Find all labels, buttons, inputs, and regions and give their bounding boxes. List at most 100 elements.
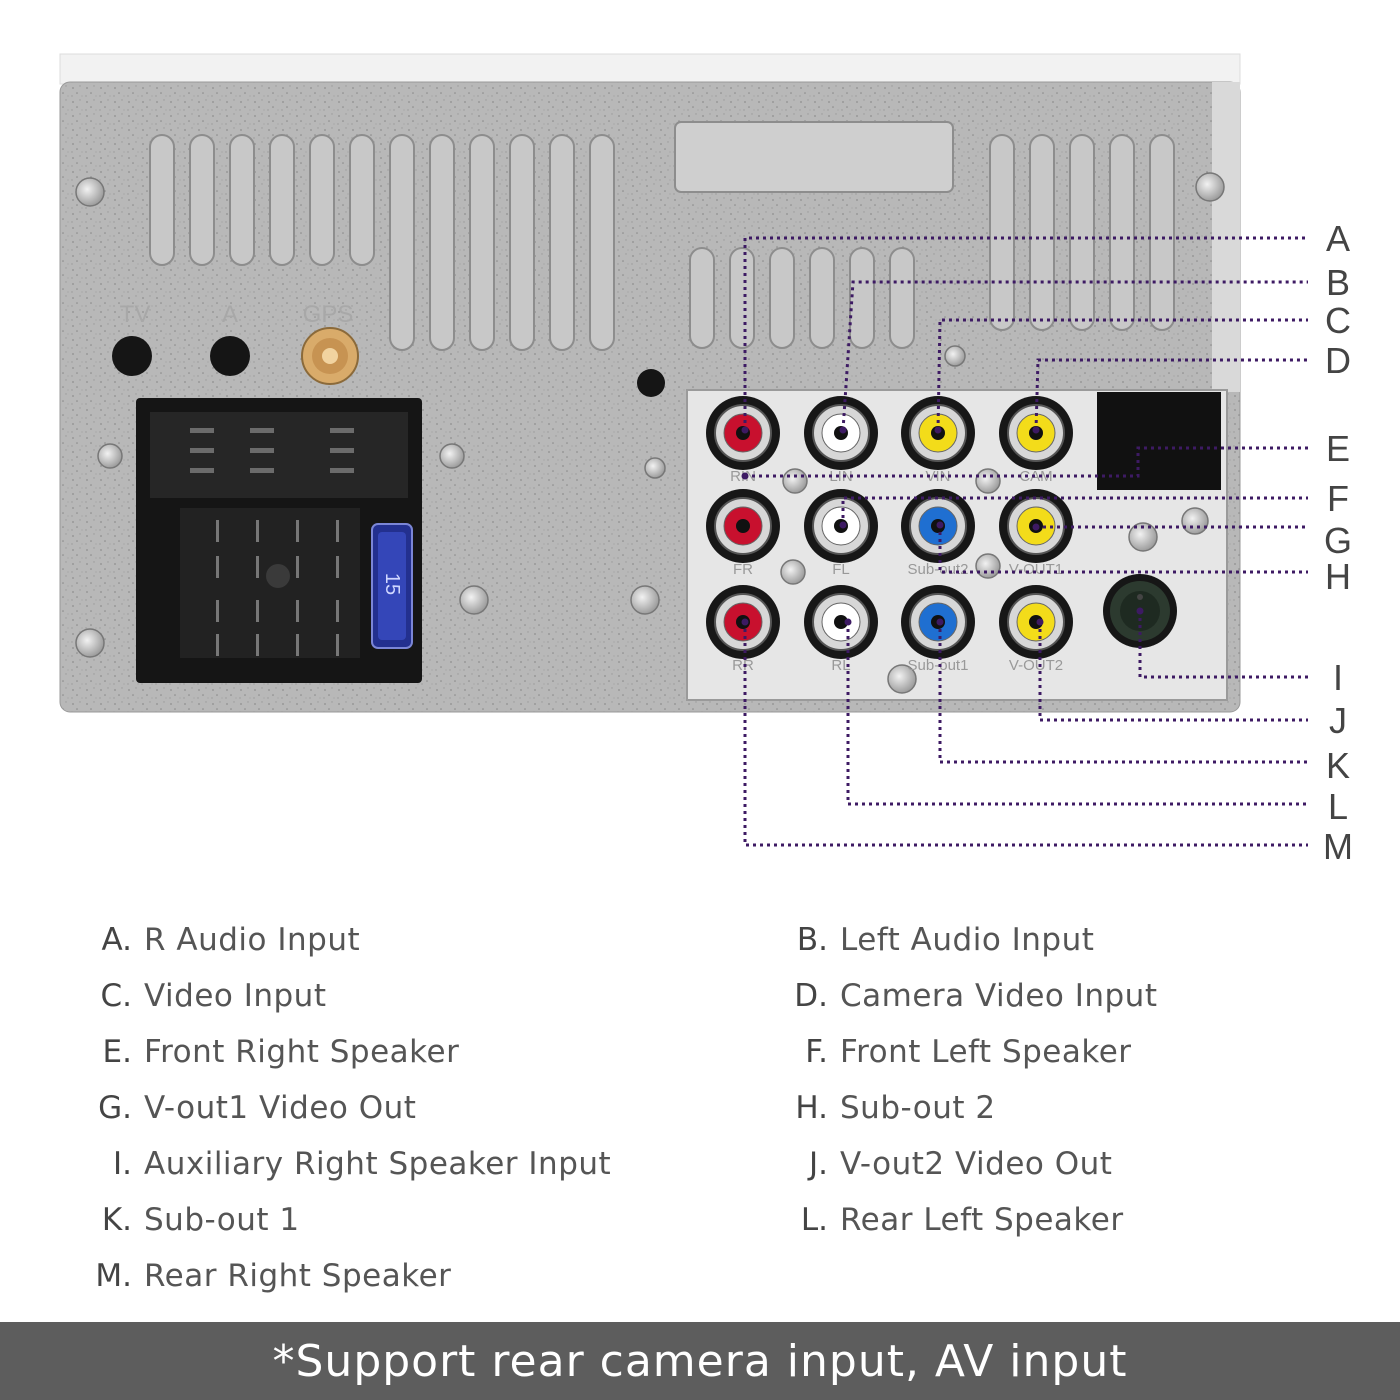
legend-letter: B.: [796, 922, 828, 958]
rca-jack-vout1: V-OUT1: [999, 489, 1073, 578]
rca-jack-label-fl: FL: [832, 561, 850, 578]
legend-description: Camera Video Input: [840, 978, 1158, 1014]
legend-description: Sub-out 1: [144, 1202, 300, 1238]
legend-description: Front Right Speaker: [144, 1034, 460, 1070]
leader-line-f: [841, 496, 1308, 525]
legend-description: Rear Right Speaker: [144, 1258, 452, 1294]
legend-description: Auxiliary Right Speaker Input: [144, 1146, 612, 1182]
vent-slots-middle: [689, 247, 915, 349]
rca-jack-label-cam: CAM: [1019, 468, 1052, 485]
leader-line-i: [1138, 611, 1308, 679]
leader-line-a: [743, 236, 1308, 430]
legend-letter: G.: [98, 1090, 132, 1126]
gps-antenna-connector: [301, 327, 359, 385]
iso-harness-connector: [136, 398, 422, 683]
legend-description: Sub-out 2: [840, 1090, 996, 1126]
callout-letter-f: F: [1327, 478, 1349, 519]
callout-letter-k: K: [1326, 745, 1350, 786]
legend-letter: A.: [101, 922, 132, 958]
callout-letter-l: L: [1328, 786, 1348, 827]
leader-dot: [936, 618, 944, 626]
label-recess: [674, 121, 954, 193]
leader-dot: [1036, 618, 1044, 626]
legend-letter: L.: [800, 1202, 828, 1238]
legend-description: Rear Left Speaker: [840, 1202, 1124, 1238]
legend-letter: H.: [795, 1090, 828, 1126]
rca-jack-label-sub1: Sub-out1: [908, 657, 969, 674]
legend-item: K. Sub-out 1: [102, 1202, 300, 1242]
legend-description: Video Input: [144, 978, 327, 1014]
rca-jack-lin: LIN: [804, 396, 878, 485]
chassis-screws: [75, 172, 1225, 658]
callout-letter-d: D: [1325, 340, 1351, 381]
tv-port-label: TV: [120, 301, 151, 328]
callout-leader-lines: [741, 236, 1308, 847]
callout-letter-e: E: [1326, 428, 1350, 469]
rca-jack-label-vin: VIN: [925, 468, 950, 485]
callout-letter-j: J: [1329, 700, 1347, 741]
leader-line-e: [745, 446, 1308, 478]
tv-antenna-port: [112, 336, 152, 376]
legend-letter: C.: [100, 978, 133, 1014]
legend-letter: J.: [809, 1146, 828, 1182]
callout-letter-g: G: [1324, 520, 1352, 561]
rca-jack-label-rl: RL: [831, 657, 850, 674]
callout-letter-a: A: [1326, 218, 1350, 259]
legend-letter: D.: [794, 978, 828, 1014]
callout-letter-m: M: [1323, 826, 1353, 867]
legend-description: Left Audio Input: [840, 922, 1095, 958]
rca-jack-label-rr: RR: [732, 657, 754, 674]
legend-item: C. Video Input: [101, 978, 327, 1018]
callout-letter-c: C: [1325, 300, 1351, 341]
leader-dot: [741, 618, 749, 626]
fuse-rating: 15: [381, 573, 403, 595]
am-antenna-port: [210, 336, 250, 376]
rear-panel-diagram: TV A GPS 15: [59, 53, 1353, 867]
leader-line-d: [1034, 358, 1308, 431]
footer-note: *Support rear camera input, AV input: [272, 1335, 1128, 1387]
legend-letter: K.: [101, 1202, 132, 1238]
rca-jack-sub1: Sub-out1: [901, 585, 975, 674]
rca-jack-rl: RL: [804, 585, 878, 674]
leader-line-b: [841, 280, 1308, 431]
aux-jack-housing: [1097, 392, 1221, 490]
rca-jack-label-fr: FR: [733, 561, 753, 578]
mounting-hole: [637, 369, 665, 397]
leader-dot: [1032, 523, 1040, 531]
leader-dot: [936, 521, 944, 529]
legend-item: I. Auxiliary Right Speaker Input: [113, 1146, 612, 1186]
leader-dot: [844, 618, 852, 626]
leader-line-l: [846, 622, 1308, 806]
rca-jack-label-lin: LIN: [829, 468, 852, 485]
legend-item: G. V-out1 Video Out: [98, 1090, 417, 1130]
legend-item: M. Rear Right Speaker: [95, 1258, 452, 1298]
rca-jack-sub2: Sub-out2: [901, 489, 975, 578]
gps-port-label: GPS: [303, 301, 354, 328]
leader-dot: [839, 426, 847, 434]
callout-letter-h: H: [1325, 556, 1351, 597]
legend-item: A. R Audio Input: [101, 922, 361, 962]
rca-jack-fr: FR: [706, 489, 780, 578]
legend-description: R Audio Input: [144, 922, 361, 958]
legend-item: J. V-out2 Video Out: [809, 1146, 1113, 1186]
blade-fuse: 15: [371, 523, 413, 649]
legend-item: E. Front Right Speaker: [103, 1034, 460, 1074]
leader-dot: [1136, 607, 1144, 615]
legend-item: D. Camera Video Input: [794, 978, 1158, 1018]
legend-letter: I.: [113, 1146, 132, 1182]
callout-letter-b: B: [1326, 262, 1350, 303]
leader-line-k: [938, 622, 1308, 764]
legend-description: V-out1 Video Out: [144, 1090, 417, 1126]
legend-letter: E.: [102, 1034, 132, 1070]
legend-letter: F.: [805, 1034, 828, 1070]
vent-slots-left: [149, 134, 615, 351]
legend-description: V-out2 Video Out: [840, 1146, 1113, 1182]
callout-letter-i: I: [1333, 657, 1343, 698]
footer-banner: *Support rear camera input, AV input: [0, 1322, 1400, 1400]
legend-item: H. Sub-out 2: [795, 1090, 996, 1130]
rca-jack-label-sub2: Sub-out2: [908, 561, 969, 578]
rca-jack-vout2: V-OUT2: [999, 585, 1073, 674]
rca-jack-label-vout1: V-OUT1: [1009, 561, 1063, 578]
legend-letter: M.: [95, 1258, 132, 1294]
